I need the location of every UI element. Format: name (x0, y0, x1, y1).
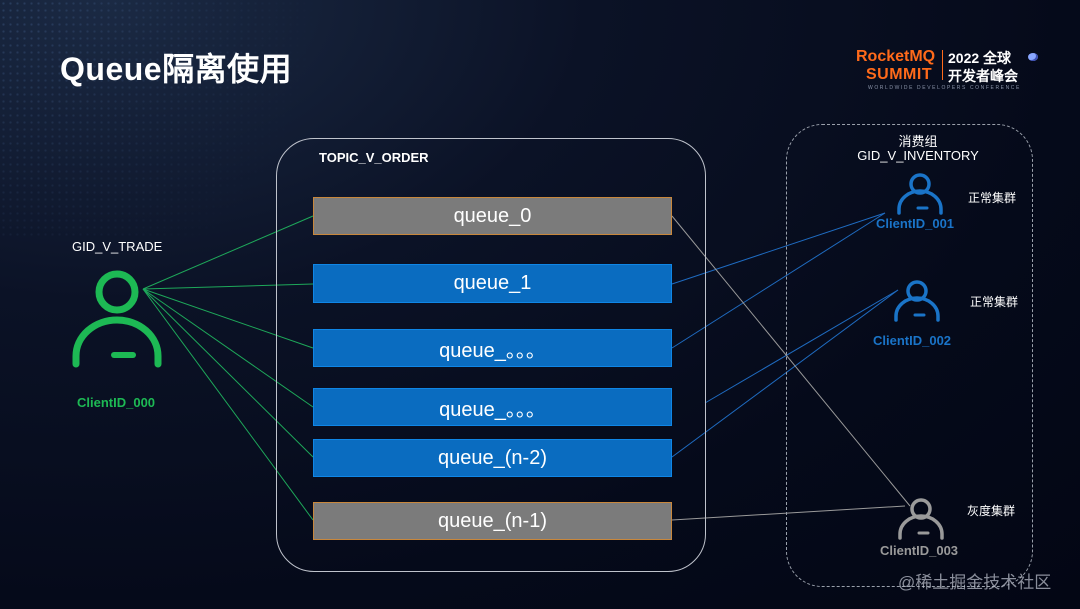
consumer-group-gid: GID_V_INVENTORY (857, 148, 979, 163)
client-003-cluster: 灰度集群 (967, 504, 1016, 518)
queue-label: queue_(n-2) (438, 446, 547, 469)
client001-line-q1 (671, 212, 886, 285)
rocketmq-summit-logo: RocketMQ SUMMIT 2022 全球 开发者峰会 WORLDWIDE … (856, 48, 1056, 94)
topic-container (276, 138, 706, 572)
client003-line-q0 (671, 215, 911, 507)
logo-subtitle: WORLDWIDE DEVELOPERS CONFERENCE (868, 85, 1021, 91)
consumer-gray-lines (671, 215, 911, 521)
client-001-id: ClientID_001 (876, 216, 955, 231)
topic-name: TOPIC_V_ORDER (319, 150, 429, 165)
logo-divider (942, 50, 943, 80)
client-003-person-icon (898, 498, 944, 540)
producer-lines (142, 215, 314, 521)
producer-line-q2 (142, 288, 314, 349)
planet-icon (1028, 53, 1038, 61)
client-002-id: ClientID_002 (873, 333, 952, 348)
logo-brand-line2: SUMMIT (866, 66, 933, 83)
queue-box: queue_。。。 (313, 388, 672, 426)
client-001-cluster: 正常集群 (968, 191, 1017, 205)
logo-event-line: 开发者峰会 (948, 68, 1018, 84)
queue-label: queue_1 (453, 272, 532, 294)
producer-line-q0 (142, 215, 314, 290)
queue-label: queue_0 (453, 204, 532, 227)
queue-box: queue_(n-2) (313, 439, 672, 477)
consumer-group-title: 消费组 (898, 134, 938, 149)
watermark: @稀土掘金技术社区 (898, 573, 1052, 592)
queue-label: queue_。。。 (439, 398, 546, 421)
logo-brand-line1: RocketMQ (856, 48, 936, 65)
client-002-person-icon (894, 280, 940, 322)
slide-title: Queue隔离使用 (60, 51, 293, 87)
logo-year-line: 2022 全球 (948, 50, 1012, 66)
queue-box: queue_0 (313, 197, 672, 235)
background-dot-pattern (0, 0, 360, 240)
producer-client-id: ClientID_000 (77, 395, 156, 410)
producer-person-icon (72, 270, 162, 368)
producer-line-q3 (142, 288, 314, 408)
producer-line-q5 (142, 288, 314, 521)
consumer-group-container (786, 124, 1033, 587)
client002-line-q3 (704, 289, 899, 404)
consumer-blue-lines (671, 212, 899, 458)
queue-box: queue_1 (313, 264, 672, 303)
client-002-cluster: 正常集群 (970, 295, 1019, 309)
queue-label: queue_(n-1) (438, 509, 547, 532)
client003-line-q5 (671, 505, 906, 521)
queue-box: queue_(n-1) (313, 502, 672, 540)
client-001-person-icon (897, 173, 943, 215)
queue-box: queue_。。。 (313, 329, 672, 367)
producer-line-q4 (142, 288, 314, 458)
client-003-id: ClientID_003 (880, 543, 959, 558)
queue-label: queue_。。。 (439, 339, 546, 362)
producer-group-label: GID_V_TRADE (72, 239, 163, 254)
client001-line-q2 (671, 212, 886, 349)
client002-line-q4 (671, 289, 899, 458)
producer-line-q1 (142, 283, 314, 290)
